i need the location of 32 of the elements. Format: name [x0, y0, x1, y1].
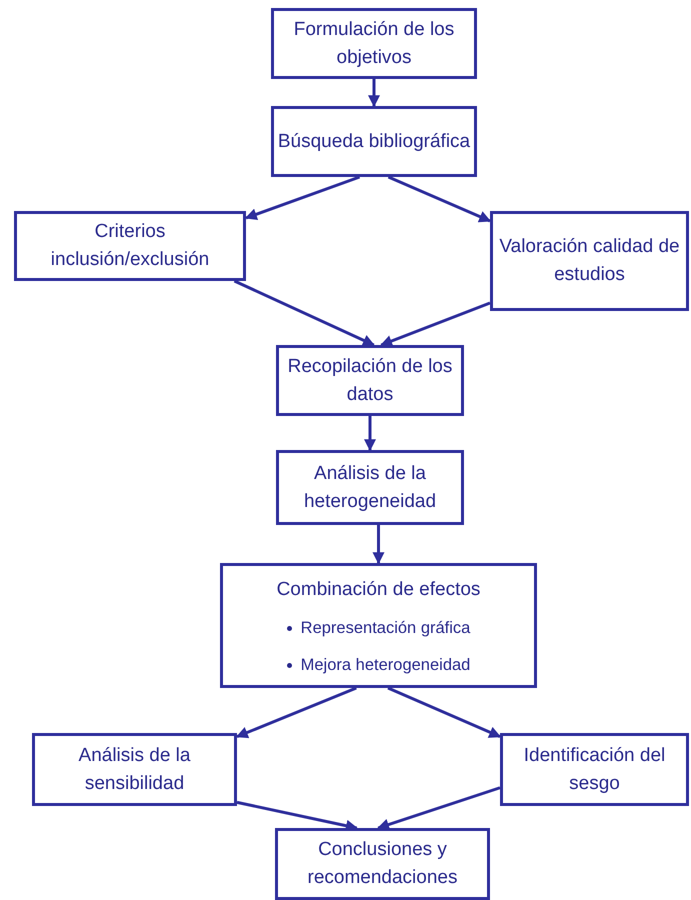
box-label: Análisis de la heterogeneidad — [302, 462, 438, 514]
box-label: Recopilación de los datos — [286, 354, 454, 406]
process-box — [275, 828, 490, 900]
arrow — [377, 786, 500, 830]
process-box — [220, 563, 537, 688]
arrow — [380, 302, 491, 347]
process-box — [271, 106, 477, 177]
arrow — [234, 280, 375, 346]
process-box — [276, 450, 464, 525]
box-label: Formulación de los objetivos — [292, 18, 456, 70]
arrow — [387, 686, 502, 738]
arrow — [236, 686, 357, 738]
box-label: Combinación de efectos — [276, 578, 480, 602]
box-label: Valoración calidad de estudios — [498, 235, 681, 287]
bullet-item: Mejora heterogeneidad — [286, 654, 470, 676]
bullet-item: Representación gráfica — [286, 616, 470, 638]
process-box — [271, 8, 477, 79]
arrow — [388, 176, 492, 222]
box-label: Criterios inclusión/exclusión — [50, 220, 210, 272]
process-box — [32, 733, 237, 806]
arrow — [364, 416, 376, 452]
box-label: Conclusiones y recomendaciones — [306, 838, 458, 890]
arrow — [372, 525, 384, 564]
arrow — [368, 79, 380, 108]
process-box — [490, 211, 689, 311]
process-box — [14, 211, 246, 281]
box-label: Búsqueda bibliográfica — [278, 130, 470, 154]
box-label: Identificación del sesgo — [522, 744, 666, 796]
process-box — [500, 733, 689, 806]
process-box — [276, 345, 464, 416]
arrow — [244, 176, 360, 220]
box-label: Análisis de la sensibilidad — [78, 744, 192, 796]
